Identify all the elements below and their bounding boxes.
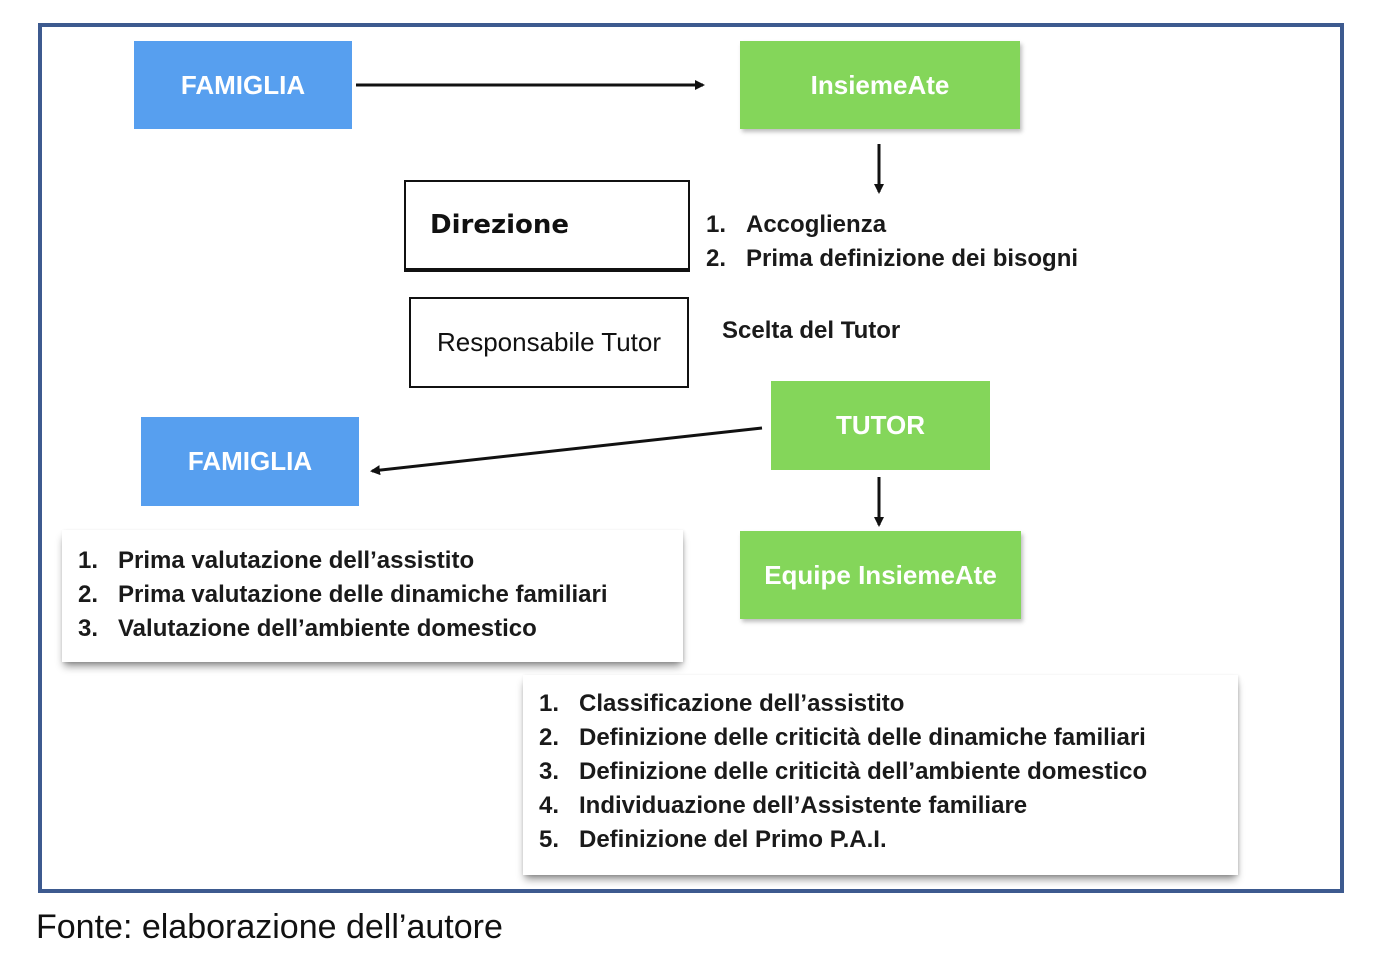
responsabile-tutor-label: Responsabile Tutor (436, 327, 662, 357)
equipe-steps-card: 1.Classificazione dell’assistito 2.Defin… (523, 675, 1238, 875)
list-item: 2.Definizione delle criticità delle dina… (539, 724, 1146, 751)
list-item: 2.Prima valutazione delle dinamiche fami… (78, 581, 608, 608)
famiglia-top-label: FAMIGLIA (180, 69, 306, 100)
tutor-label: TUTOR (835, 410, 926, 440)
list-item: 2.Prima definizione dei bisogni (706, 245, 1079, 272)
equipe-steps: 1.Classificazione dell’assistito 2.Defin… (539, 687, 1147, 857)
list-item: 3.Valutazione dell’ambiente domestico (78, 615, 537, 642)
direzione-label: Direzione (430, 210, 570, 240)
responsabile-tutor-box: Responsabile Tutor (409, 297, 689, 388)
equipe-box: Equipe InsiemeAte (740, 531, 1021, 619)
equipe-label: Equipe InsiemeAte (764, 559, 997, 590)
insiemeate-label: InsiemeAte (810, 69, 950, 100)
famiglia-top-box: FAMIGLIA (134, 41, 352, 129)
responsabile-step-label: Scelta del Tutor (722, 317, 901, 344)
figure-caption: Fonte: elaborazione dell’autore (36, 908, 503, 946)
list-item: 1.Prima valutazione dell’assistito (78, 547, 475, 574)
direzione-steps: 1.Accoglienza 2.Prima definizione dei bi… (706, 208, 1078, 276)
insiemeate-box: InsiemeAte (740, 41, 1020, 129)
list-item: 4.Individuazione dell’Assistente familia… (539, 792, 1028, 819)
direzione-box: Direzione (404, 180, 690, 270)
list-item: 1.Accoglienza (706, 211, 887, 238)
famiglia-steps: 1.Prima valutazione dell’assistito 2.Pri… (78, 544, 608, 646)
famiglia-left-label: FAMIGLIA (187, 446, 313, 476)
list-item: 3.Definizione delle criticità dell’ambie… (539, 758, 1148, 785)
famiglia-left-box: FAMIGLIA (141, 417, 359, 506)
list-item: 1.Classificazione dell’assistito (539, 690, 905, 717)
famiglia-steps-card: 1.Prima valutazione dell’assistito 2.Pri… (62, 530, 683, 662)
list-item: 5.Definizione del Primo P.A.I. (539, 826, 887, 853)
tutor-box: TUTOR (771, 381, 990, 470)
